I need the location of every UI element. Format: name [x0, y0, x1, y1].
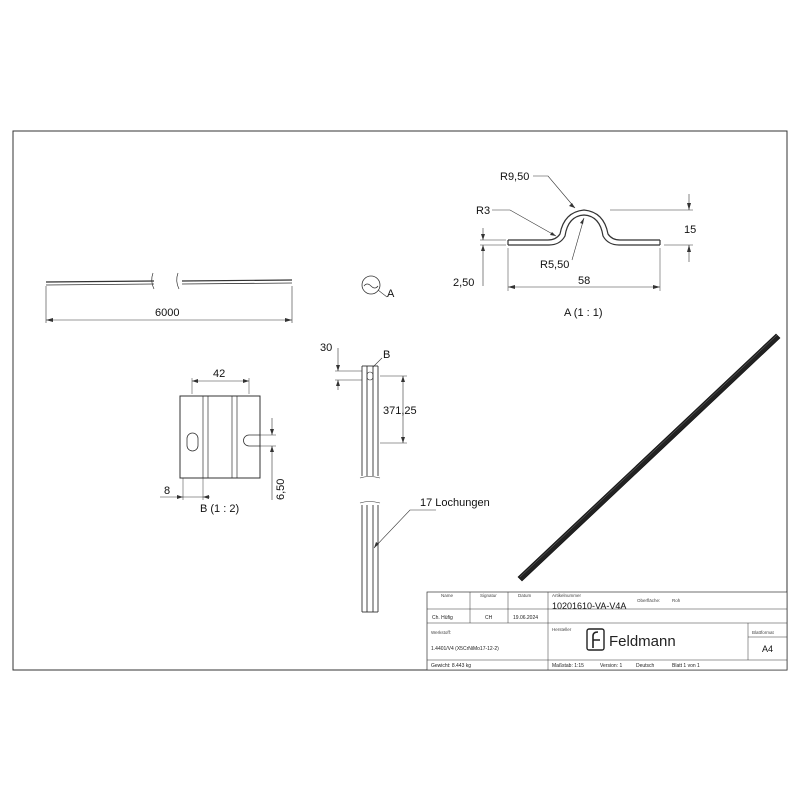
section-a-marker: A: [361, 275, 395, 300]
article-number: 10201610-VA-V4A: [552, 601, 626, 611]
header-signatur: Signatur: [480, 593, 497, 598]
main-bar-view: 6000: [45, 272, 293, 323]
datum-value: 19.06.2024: [513, 615, 538, 621]
blattformat-value: A4: [762, 644, 773, 654]
oberflaeche-value: Roh: [672, 598, 681, 603]
dim-radius-3: R3: [476, 205, 490, 217]
company-name: Feldmann: [609, 633, 676, 650]
dim-30: 30: [320, 342, 332, 354]
signatur-value: CH: [485, 615, 493, 621]
massstab: Maßstab: 1:15: [552, 663, 584, 669]
dim-thickness: 2,50: [453, 277, 474, 289]
name-value: Ch. Hüfig: [432, 615, 453, 621]
version: Version: 1: [600, 663, 622, 669]
header-oberflaeche: Oberfläche:: [637, 598, 660, 603]
header-datum: Datum: [518, 593, 532, 598]
header-artikelnummer: Artikelnummer: [552, 593, 582, 598]
holes-note: 17 Lochungen: [420, 497, 490, 509]
dim-length: 6000: [155, 307, 179, 319]
dim-650: 6,50: [275, 479, 287, 500]
dim-radius-950: R9,50: [500, 171, 529, 183]
feldmann-logo-icon: [586, 628, 605, 651]
dim-width: 58: [578, 275, 590, 287]
gewicht: Gewicht: 8.443 kg: [431, 663, 471, 669]
isometric-bar-view: [517, 333, 781, 582]
dim-height: 15: [684, 224, 696, 236]
detail-b-view: 42 8 6,50 B (1 : 2): [160, 368, 287, 515]
slot-hole-right: [243, 434, 260, 447]
sprache: Deutsch: [636, 663, 655, 669]
dim-8: 8: [164, 485, 170, 497]
detail-b-label: B (1 : 2): [200, 503, 239, 515]
hersteller-label: Hersteller: [552, 627, 572, 632]
dim-37125: 371,25: [383, 405, 417, 417]
drawing-frame: [12, 130, 788, 671]
section-marker-label: A: [387, 288, 395, 300]
section-a-label: A (1 : 1): [564, 307, 603, 319]
detail-marker-label: B: [383, 349, 390, 361]
dim-42: 42: [213, 368, 225, 380]
side-view: 30 371,25 B 17 Lochungen: [320, 342, 490, 613]
blatt: Blatt 1 von 1: [672, 663, 700, 669]
header-name: Name: [441, 593, 454, 598]
werkstoff-value: 1.4401/V4 (X5CrNiMo17-12-2): [431, 646, 499, 652]
werkstoff-label: Werkstoff:: [431, 630, 451, 635]
slot-hole-left: [186, 432, 199, 452]
dim-radius-550: R5,50: [540, 259, 569, 271]
blattformat-label: Blattformat: [752, 630, 775, 635]
title-block: Name Signatur Datum Artikelnummer Oberfl…: [426, 591, 788, 671]
section-a-view: 15 2,50 58 R9,50 R3 R5,50 A (1 : 1): [453, 171, 696, 319]
